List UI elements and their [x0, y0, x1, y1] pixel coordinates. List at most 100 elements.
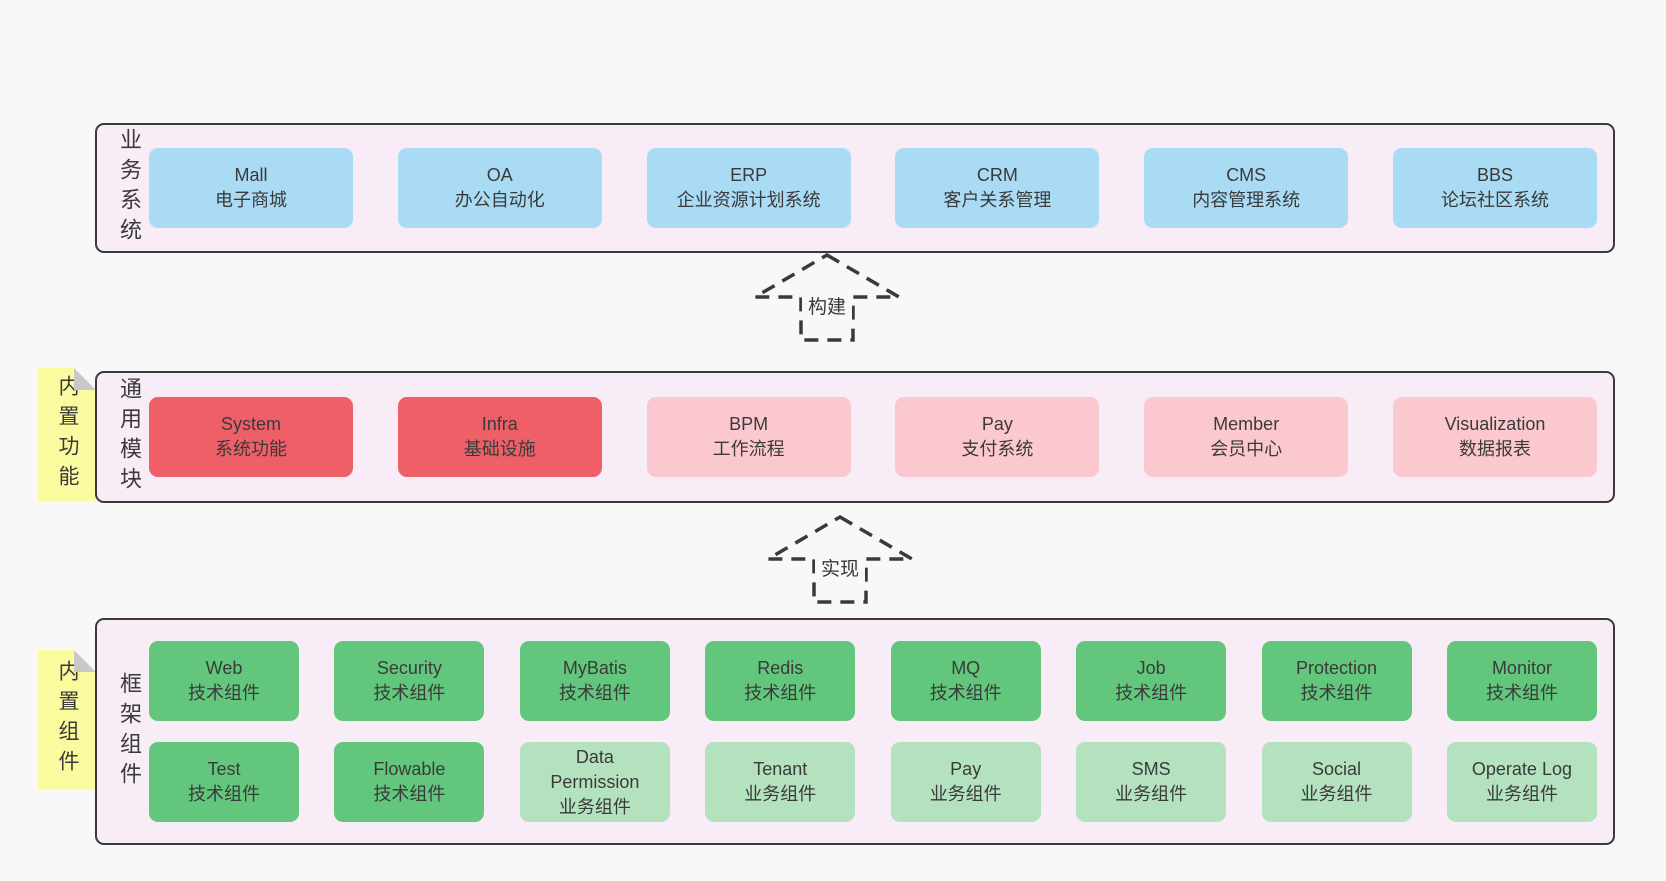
- module-name-zh: 技术组件: [188, 784, 260, 804]
- module-box-data-permission: Data Permission 业务组件: [519, 742, 670, 822]
- module-name-zh: 支付系统: [961, 439, 1034, 459]
- module-box-mybatis: MyBatis 技术组件: [519, 641, 670, 721]
- module-name-en: Data Permission: [550, 746, 640, 792]
- module-name-en: Web: [205, 658, 243, 678]
- module-box-redis: Redis 技术组件: [705, 641, 856, 721]
- band-label: 通用模块: [117, 377, 142, 497]
- module-name-en: Pay: [981, 414, 1013, 434]
- module-box-monitor: Monitor 技术组件: [1446, 641, 1597, 721]
- module-name-zh: 技术组件: [1115, 683, 1188, 703]
- module-name-en: Infra: [481, 414, 518, 434]
- module-name-en: CMS: [1226, 165, 1267, 185]
- band-content: System 系统功能 Infra 基础设施 BPM 工作流程 Pay 支付系统 Member 会…: [149, 373, 1597, 501]
- module-name-en: Pay: [950, 759, 982, 779]
- module-name-zh: 数据报表: [1458, 439, 1531, 459]
- module-box-mall: Mall 电子商城: [149, 148, 353, 228]
- module-name-zh: 技术组件: [373, 683, 446, 703]
- module-name-en: MQ: [951, 658, 981, 678]
- module-name-en: Operate Log: [1471, 759, 1572, 779]
- module-box-visualization: Visualization 数据报表: [1392, 397, 1597, 477]
- module-box-pay: Pay 业务组件: [890, 742, 1041, 822]
- sticky-note-built-in-components: 内置组件: [38, 650, 96, 790]
- module-name-zh: 客户关系管理: [943, 190, 1052, 210]
- module-name-zh: 技术组件: [558, 683, 631, 703]
- module-box-pay: Pay 支付系统: [895, 397, 1100, 477]
- module-name-zh: 业务组件: [1485, 784, 1558, 804]
- module-box-flowable: Flowable 技术组件: [334, 742, 485, 822]
- module-name-zh: 技术组件: [929, 683, 1002, 703]
- module-box-infra: Infra 基础设施: [397, 397, 602, 477]
- module-row: System 系统功能 Infra 基础设施 BPM 工作流程 Pay 支付系统 Member 会…: [149, 397, 1597, 477]
- module-name-zh: 业务组件: [1300, 784, 1373, 804]
- sticky-note-built-in-features: 内置功能: [38, 368, 96, 502]
- module-name-en: Mall: [234, 165, 268, 185]
- module-name-en: Redis: [757, 658, 804, 678]
- module-name-en: Job: [1136, 658, 1166, 678]
- module-box-bpm: BPM 工作流程: [646, 397, 851, 477]
- module-name-en: Visualization: [1444, 414, 1546, 434]
- module-row: Test 技术组件 Flowable 技术组件 Data Permission 业务组件 T…: [149, 742, 1597, 822]
- module-box-protection: Protection 技术组件: [1261, 641, 1412, 721]
- module-box-mq: MQ 技术组件: [890, 641, 1041, 721]
- dashed-up-arrow-icon: [752, 252, 902, 342]
- module-name-zh: 业务组件: [558, 796, 631, 817]
- module-name-zh: 内容管理系统: [1192, 190, 1301, 210]
- arrow-label: 构建: [801, 291, 853, 320]
- band-label-column: 通用模块: [109, 373, 149, 501]
- module-name-en: Security: [376, 658, 442, 678]
- module-box-security: Security 技术组件: [334, 641, 485, 721]
- module-box-social: Social 业务组件: [1261, 742, 1412, 822]
- module-box-sms: SMS 业务组件: [1076, 742, 1227, 822]
- module-name-en: BPM: [729, 414, 769, 434]
- module-name-en: MyBatis: [562, 658, 627, 678]
- module-name-zh: 技术组件: [1485, 683, 1558, 703]
- module-box-system: System 系统功能: [149, 397, 353, 477]
- module-name-zh: 业务组件: [1115, 784, 1188, 804]
- module-name-en: Member: [1213, 414, 1280, 434]
- module-box-member: Member 会员中心: [1144, 397, 1349, 477]
- arrow-label: 实现: [814, 553, 866, 582]
- module-box-test: Test 技术组件: [149, 742, 299, 822]
- module-name-en: Flowable: [373, 759, 446, 779]
- module-name-zh: 工作流程: [712, 439, 785, 459]
- folded-corner-icon: [74, 368, 96, 390]
- module-name-zh: 电子商城: [215, 190, 287, 210]
- module-name-zh: 企业资源计划系统: [676, 190, 821, 210]
- arrow-build: 构建: [752, 252, 902, 344]
- module-name-zh: 会员中心: [1210, 439, 1283, 459]
- module-name-en: Social: [1312, 759, 1362, 779]
- module-name-zh: 论坛社区系统: [1440, 190, 1549, 210]
- module-name-zh: 技术组件: [744, 683, 817, 703]
- folded-corner-icon: [74, 650, 96, 672]
- module-name-en: ERP: [730, 165, 768, 185]
- module-name-en: System: [220, 414, 281, 434]
- module-name-zh: 系统功能: [215, 439, 287, 459]
- module-name-en: SMS: [1131, 759, 1171, 779]
- sticky-note-label: 内置功能: [56, 375, 79, 495]
- band-label-column: 框架组件: [109, 620, 149, 843]
- module-name-en: Protection: [1296, 658, 1378, 678]
- module-box-crm: CRM 客户关系管理: [895, 148, 1100, 228]
- sticky-note-label: 内置组件: [56, 660, 79, 780]
- module-name-zh: 基础设施: [463, 439, 536, 459]
- band-label: 业务系统: [117, 128, 142, 248]
- module-name-en: CRM: [976, 165, 1018, 185]
- arrow-implement: 实现: [765, 514, 915, 606]
- module-name-en: BBS: [1476, 165, 1513, 185]
- module-name-zh: 技术组件: [373, 784, 446, 804]
- module-box-job: Job 技术组件: [1076, 641, 1227, 721]
- module-box-bbs: BBS 论坛社区系统: [1392, 148, 1597, 228]
- module-name-zh: 业务组件: [929, 784, 1002, 804]
- module-box-erp: ERP 企业资源计划系统: [646, 148, 851, 228]
- module-name-en: OA: [486, 165, 513, 185]
- module-box-operate-log: Operate Log 业务组件: [1446, 742, 1597, 822]
- module-name-zh: 技术组件: [1300, 683, 1373, 703]
- module-name-en: Test: [207, 759, 241, 779]
- module-name-en: Monitor: [1491, 658, 1552, 678]
